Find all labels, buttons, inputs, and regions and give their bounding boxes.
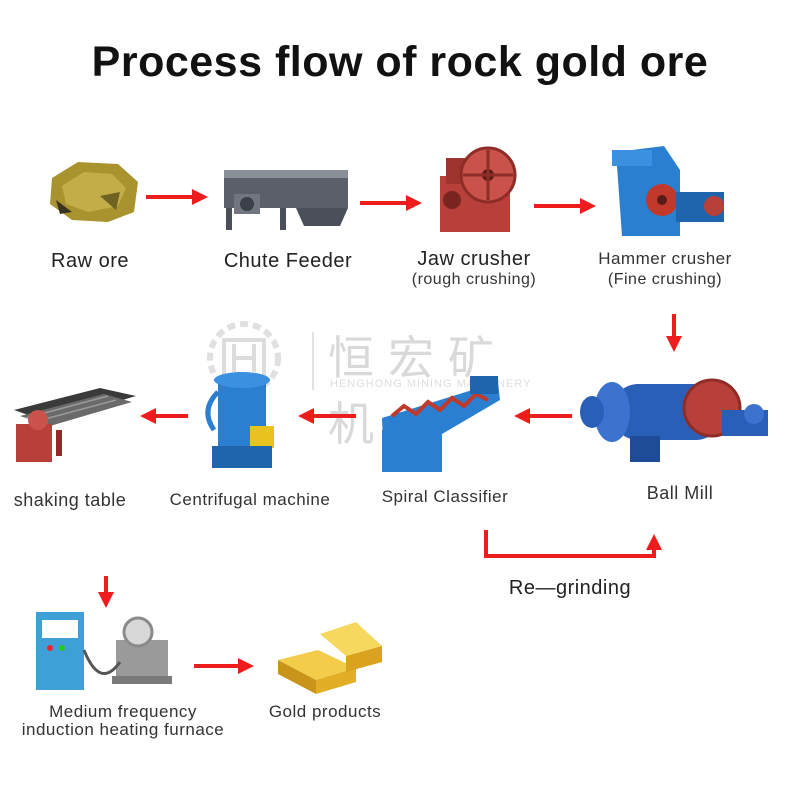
label-hammer-crusher: Hammer crusher [598, 249, 732, 268]
chute-feeder-image [224, 170, 348, 230]
page-title: Process flow of rock gold ore [91, 38, 709, 86]
label-ball-mill: Ball Mill [646, 483, 714, 503]
gold-products-image [278, 622, 382, 694]
label-centrifugal-machine: Centrifugal machine [169, 490, 331, 509]
arrow-regrinding-loop [484, 530, 662, 558]
watermark-divider [312, 332, 314, 390]
label-spiral-classifier: Spiral Classifier [381, 487, 509, 506]
label-raw-ore: Raw ore [51, 250, 129, 272]
label-hammer-crusher-sub: (Fine crushing) [607, 271, 723, 288]
label-gold-products: Gold products [268, 702, 382, 721]
label-regrinding: Re—grinding [508, 577, 632, 599]
ball-mill-image [580, 378, 768, 462]
jaw-crusher-image [440, 146, 517, 232]
centrifugal-machine-image [205, 372, 274, 468]
raw-ore-image [50, 162, 138, 222]
label-shaking-table: shaking table [13, 490, 127, 510]
label-jaw-crusher: Jaw crusher [417, 248, 531, 270]
watermark-chinese: 恒宏矿机 [328, 331, 508, 451]
label-furnace-line1: Medium frequency [49, 702, 197, 721]
flow-arrows [98, 189, 682, 674]
furnace-image [36, 612, 172, 690]
shaking-table-image [14, 388, 136, 462]
spiral-classifier-image [382, 376, 500, 472]
hammer-crusher-image [612, 146, 724, 236]
label-furnace-line2: induction heating furnace [21, 720, 225, 739]
label-jaw-crusher-sub: (rough crushing) [411, 271, 537, 288]
label-chute-feeder: Chute Feeder [223, 250, 353, 272]
